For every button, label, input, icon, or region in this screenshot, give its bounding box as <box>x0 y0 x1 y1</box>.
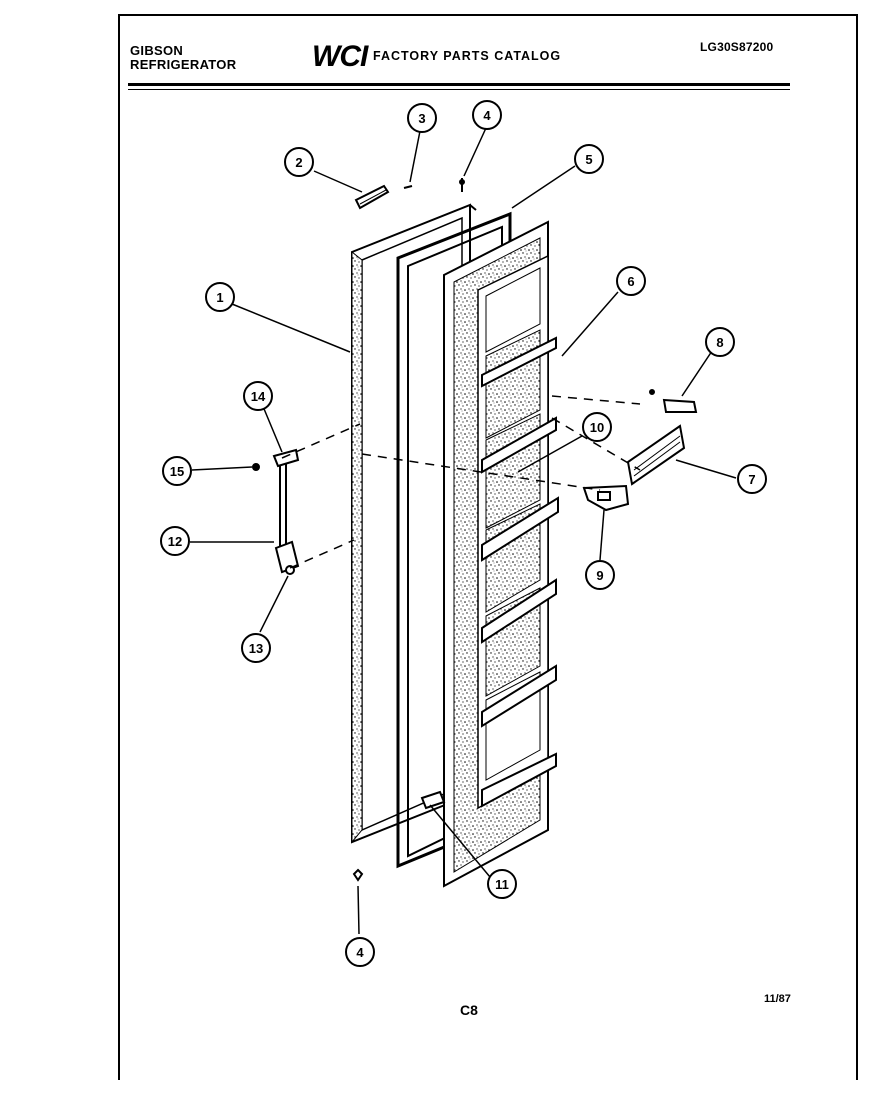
svg-text:4: 4 <box>483 108 491 123</box>
leader-lines <box>190 127 737 935</box>
callout-8: 8 <box>705 327 735 357</box>
svg-text:9: 9 <box>596 568 603 583</box>
svg-text:10: 10 <box>590 420 604 435</box>
svg-text:5: 5 <box>585 152 592 167</box>
hinge-pin-bottom <box>352 868 364 882</box>
callout-13: 13 <box>241 633 271 663</box>
callout-9: 9 <box>585 560 615 590</box>
svg-text:14: 14 <box>251 389 266 404</box>
callout-12: 12 <box>160 526 190 556</box>
page-code: C8 <box>460 1002 478 1018</box>
catalog-code: LG30S87200 <box>700 40 774 54</box>
door-handle <box>252 448 300 575</box>
door-inner-liner <box>443 220 559 888</box>
callout-1: 1 <box>205 282 235 312</box>
hinge-pin-top <box>459 178 465 192</box>
callout-5: 5 <box>574 144 604 174</box>
callout-7: 7 <box>737 464 767 494</box>
svg-text:11: 11 <box>495 877 509 892</box>
callout-4-bottom: 4 <box>345 937 375 967</box>
product-name: REFRIGERATOR <box>130 57 237 72</box>
screw-3 <box>403 185 413 189</box>
svg-text:2: 2 <box>295 155 302 170</box>
header-rule-thin <box>128 89 790 90</box>
catalog-date: 11/87 <box>764 993 791 1005</box>
callout-11: 11 <box>487 869 517 899</box>
top-hinge-part <box>354 184 390 210</box>
callout-15: 15 <box>162 456 192 486</box>
brand-name: GIBSON <box>130 43 184 58</box>
dairy-door <box>626 424 686 486</box>
svg-text:4: 4 <box>356 945 364 960</box>
svg-text:1: 1 <box>216 290 223 305</box>
svg-text:6: 6 <box>627 274 634 289</box>
svg-text:8: 8 <box>716 335 723 350</box>
svg-text:7: 7 <box>748 472 755 487</box>
callout-14: 14 <box>243 381 273 411</box>
bracket-9 <box>582 484 630 512</box>
callout-10: 10 <box>582 412 612 442</box>
svg-text:12: 12 <box>168 534 182 549</box>
assembly-lines <box>281 395 641 569</box>
header-rule <box>128 83 790 86</box>
hinge-bracket-8 <box>649 389 698 413</box>
svg-text:13: 13 <box>249 641 263 656</box>
callout-3: 3 <box>407 103 437 133</box>
page-frame <box>118 14 858 1080</box>
callout-2: 2 <box>284 147 314 177</box>
callout-6: 6 <box>616 266 646 296</box>
header-brand-block: GIBSON REFRIGERATOR <box>130 44 236 72</box>
callout-4-top: 4 <box>472 100 502 130</box>
svg-text:15: 15 <box>170 464 184 479</box>
svg-text:3: 3 <box>418 111 425 126</box>
wci-logo: WCI <box>312 40 368 73</box>
catalog-title: FACTORY PARTS CATALOG <box>373 49 562 63</box>
hinge-clip-11 <box>420 790 446 810</box>
